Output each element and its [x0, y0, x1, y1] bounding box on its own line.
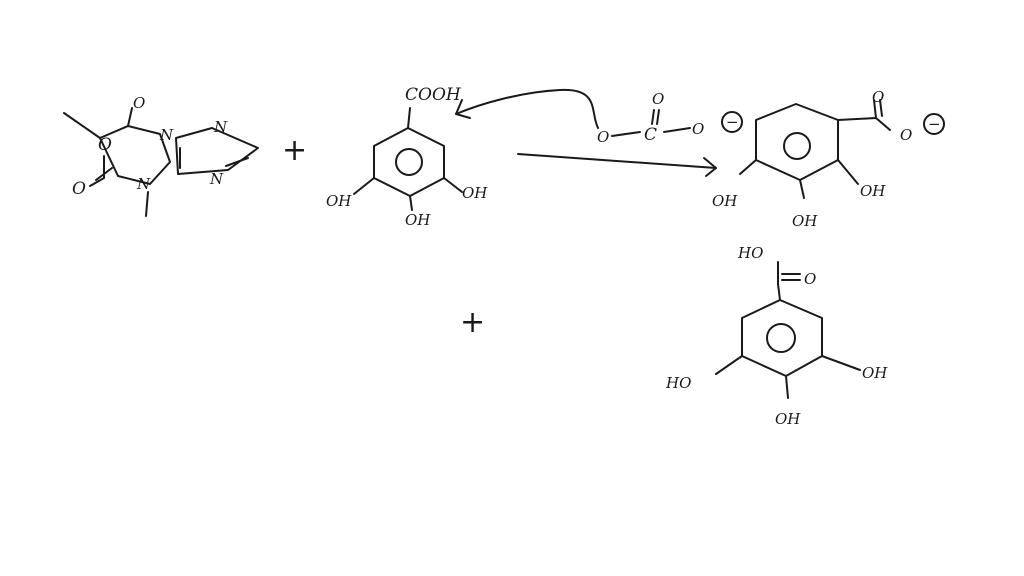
- plus-sign-second: +: [460, 305, 485, 340]
- gallic-acid-product-oh-bottom: OH: [775, 410, 801, 428]
- gallate-oh-right-bond: [837, 159, 859, 185]
- caffeine-carbonyl-top-bond: [127, 107, 133, 127]
- gallate-oh-left-bond: [739, 159, 757, 175]
- gallate-double-bond: [873, 99, 883, 119]
- gallic-acid-product-oh-bottom-bond: [785, 375, 789, 399]
- carboxylate-c: C: [644, 125, 657, 145]
- gallate-oh-right: OH: [860, 182, 886, 200]
- gallic-acid-product-ring-bond: [777, 283, 781, 301]
- carboxylate-c-o-bond: [663, 127, 691, 133]
- gallic-acid-product-o-double: O: [804, 270, 816, 288]
- gallic-acid-oh-right: OH: [462, 184, 488, 202]
- reaction-arrow: [517, 153, 717, 169]
- caffeine-carbonyl-left-bond: [89, 155, 105, 187]
- gallic-acid-product: HO O HO OH OH: [665, 244, 888, 428]
- plus-sign-first: +: [282, 133, 307, 168]
- caffeine-n7: N: [213, 118, 228, 136]
- gallic-acid-oh-left-bond: [353, 177, 375, 195]
- gallic-acid-cooh: COOH: [405, 85, 462, 105]
- gallic-acid-reactant: COOH OH OH OH: [326, 85, 488, 229]
- carboxylate-negative-charge: [721, 111, 743, 133]
- gallic-acid-oh-bottom: OH: [405, 211, 431, 229]
- caffeine-methyl-right-bond: [225, 157, 249, 167]
- gallic-acid-product-oh-left-bond: [715, 355, 743, 375]
- caffeine-n9: N: [209, 170, 224, 188]
- carboxylate-o-top: O: [652, 90, 664, 108]
- caffeine-n3: N: [136, 175, 151, 193]
- gallic-acid-product-double-bond: [781, 273, 801, 281]
- gallate-o-top: O: [872, 88, 884, 106]
- carboxylate-o-left: O: [597, 128, 609, 146]
- caffeine-structure: O O O N N N N: [63, 94, 259, 217]
- gallate-minus: −: [928, 115, 941, 133]
- caffeine-carbonyl-top-o: O: [133, 94, 145, 112]
- gallic-acid-product-aromatic-circle: [766, 323, 796, 353]
- gallate-ring-hexagon: [755, 103, 839, 181]
- carboxylate-minus: −: [726, 113, 739, 131]
- gallic-acid-ring-hexagon: [373, 127, 445, 197]
- caffeine-methyl-top-bond: [63, 112, 101, 139]
- carboxylate-fragment: O C O O −: [597, 90, 743, 146]
- reaction-arrow-head: [703, 157, 717, 177]
- carboxylate-o-right: O: [692, 120, 704, 138]
- gallate-o-right: O: [900, 126, 912, 144]
- curved-arrow: [455, 88, 599, 129]
- gallic-acid-cooh-bond: [407, 107, 411, 129]
- gallic-acid-product-ho-top: HO: [737, 244, 763, 262]
- gallic-acid-oh-bottom-bond: [409, 195, 413, 211]
- caffeine-methyl-bottom-bond: [145, 191, 149, 217]
- gallic-acid-product-ring-hexagon: [741, 299, 823, 377]
- carboxylate-double-bond: [651, 109, 660, 125]
- gallate-negative-charge: [923, 113, 945, 135]
- gallate-oh-bottom: OH: [792, 212, 818, 230]
- caffeine-ring-o: O: [98, 135, 112, 155]
- carboxylate-o-c-bond: [611, 131, 641, 137]
- gallic-acid-aromatic-circle: [395, 148, 423, 176]
- gallic-acid-oh-right-bond: [443, 177, 463, 193]
- gallic-acid-oh-left: OH: [326, 192, 352, 210]
- gallate-oh-left: OH: [712, 192, 738, 210]
- caffeine-double-bond-dash: [95, 167, 113, 181]
- gallic-acid-product-ho-left: HO: [665, 374, 691, 392]
- caffeine-n1: N: [159, 126, 174, 144]
- gallic-acid-product-oh-right: OH: [862, 364, 888, 382]
- gallate-oh-bottom-bond: [799, 179, 805, 199]
- gallic-acid-product-oh-right-bond: [821, 355, 861, 371]
- gallate-carbonyl-bond: [837, 117, 891, 131]
- gallate-anion-product: O O − OH OH OH: [712, 88, 945, 230]
- curved-arrow-head: [455, 99, 471, 119]
- gallate-aromatic-circle: [783, 132, 811, 160]
- caffeine-carbonyl-left-o: O: [72, 179, 86, 199]
